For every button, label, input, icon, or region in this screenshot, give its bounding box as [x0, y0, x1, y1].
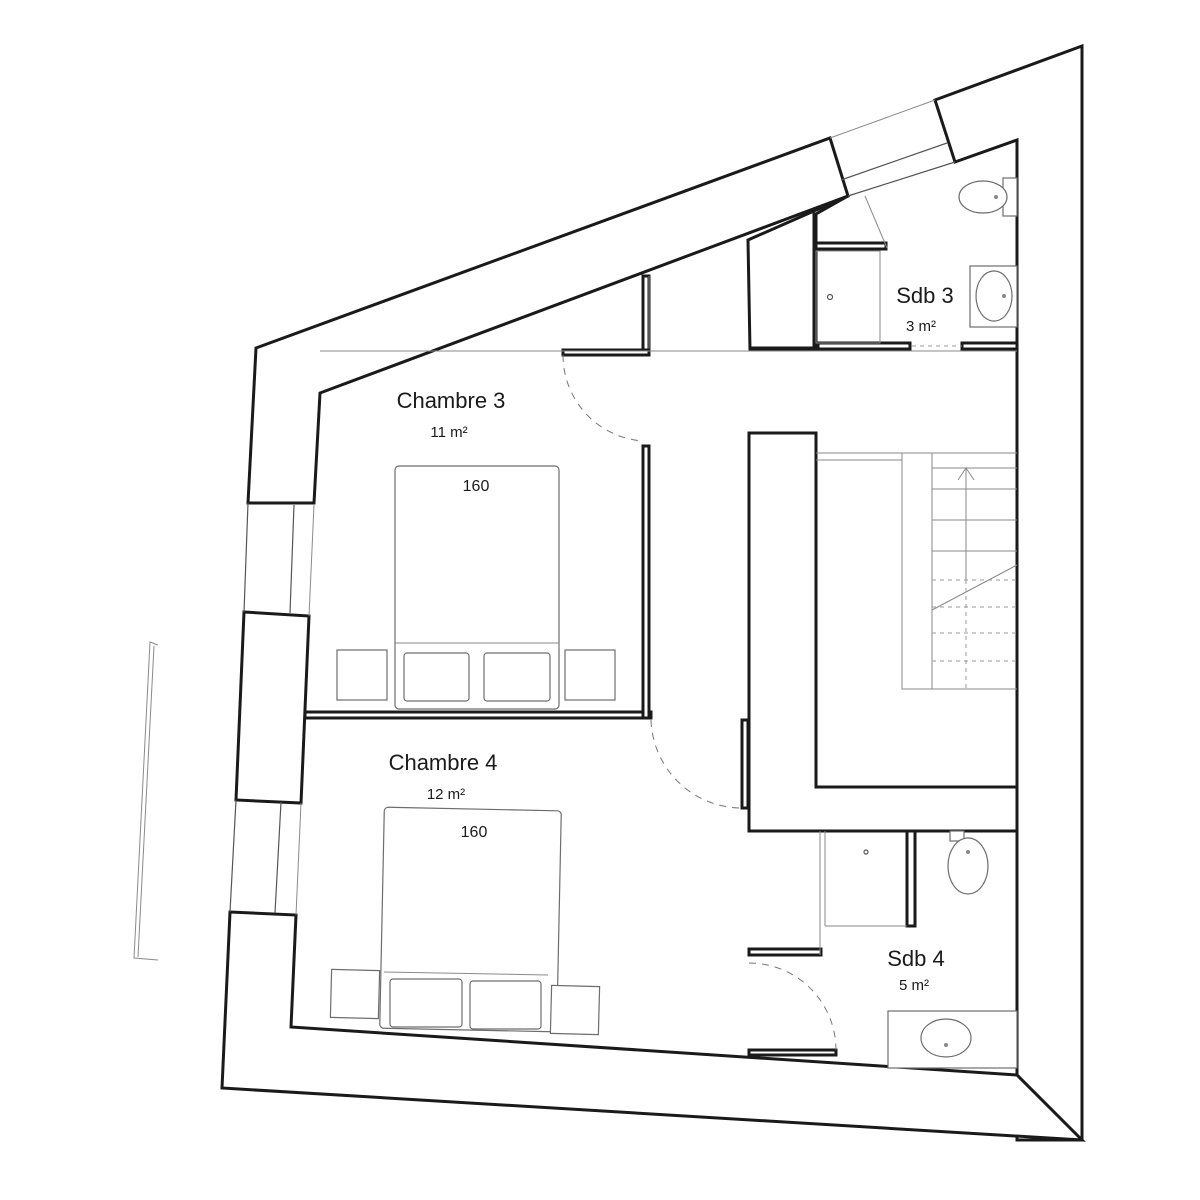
- sink-sdb3: [969, 265, 1018, 328]
- bed-chambre3: [394, 465, 560, 710]
- wall-sdb3-bottom-stub: [960, 341, 1019, 351]
- label-chambre4-name: Chambre 4: [389, 750, 498, 775]
- door-sdb4-swing: [748, 962, 837, 1051]
- staircase: [816, 452, 1018, 690]
- wall-sdb4-closet: [747, 947, 823, 957]
- label-sdb3-area: 3 m²: [906, 318, 936, 335]
- nightstand-chambre3-right: [564, 649, 616, 701]
- label-sdb3-name: Sdb 3: [896, 283, 954, 308]
- door-sdb4-leaf: [747, 1048, 838, 1057]
- west-window-2: [229, 799, 302, 916]
- wall-sdb3-west: [748, 212, 818, 352]
- shower-drain-sdb4: [863, 849, 869, 855]
- wall-sdb3-top-stub: [814, 241, 888, 251]
- door-sdb3-leaf: [816, 341, 912, 351]
- west-window-1: [243, 502, 315, 617]
- label-chambre4-area: 12 m²: [427, 786, 465, 803]
- sink-sdb4: [887, 1010, 1018, 1069]
- wall-chambres-partition: [303, 710, 653, 720]
- label-chambre3-name: Chambre 3: [397, 388, 506, 413]
- label-chambre4-bed: 160: [461, 824, 488, 841]
- north-window: [829, 99, 956, 197]
- exterior-rail: [133, 641, 159, 961]
- wall-sdb4-partition: [905, 829, 917, 928]
- door-chambre4-leaf: [740, 718, 750, 810]
- bed-chambre4: [379, 806, 562, 1033]
- label-chambre3-area: 11 m²: [430, 424, 467, 441]
- nightstand-chambre3-left: [336, 649, 388, 701]
- door-chambre4-swing: [650, 719, 743, 809]
- wall-chambre3-east-upper: [641, 274, 651, 356]
- shower-sdb3: [815, 250, 881, 344]
- door-chambre3-swing: [562, 354, 644, 442]
- wall-stairwell: [747, 431, 1019, 833]
- label-sdb4-area: 5 m²: [899, 977, 929, 994]
- door-chambre3-leaf: [561, 348, 651, 357]
- wall-chambre3-east-lower: [641, 444, 651, 720]
- label-chambre3-bed: 160: [463, 478, 490, 495]
- toilet-sdb4: [947, 830, 989, 895]
- nightstand-chambre4-left: [329, 968, 381, 1020]
- toilet-sdb3: [958, 177, 1018, 217]
- label-sdb4-name: Sdb 4: [887, 946, 945, 971]
- nightstand-chambre4-right: [549, 984, 601, 1036]
- wall-west-pillar: [234, 610, 311, 805]
